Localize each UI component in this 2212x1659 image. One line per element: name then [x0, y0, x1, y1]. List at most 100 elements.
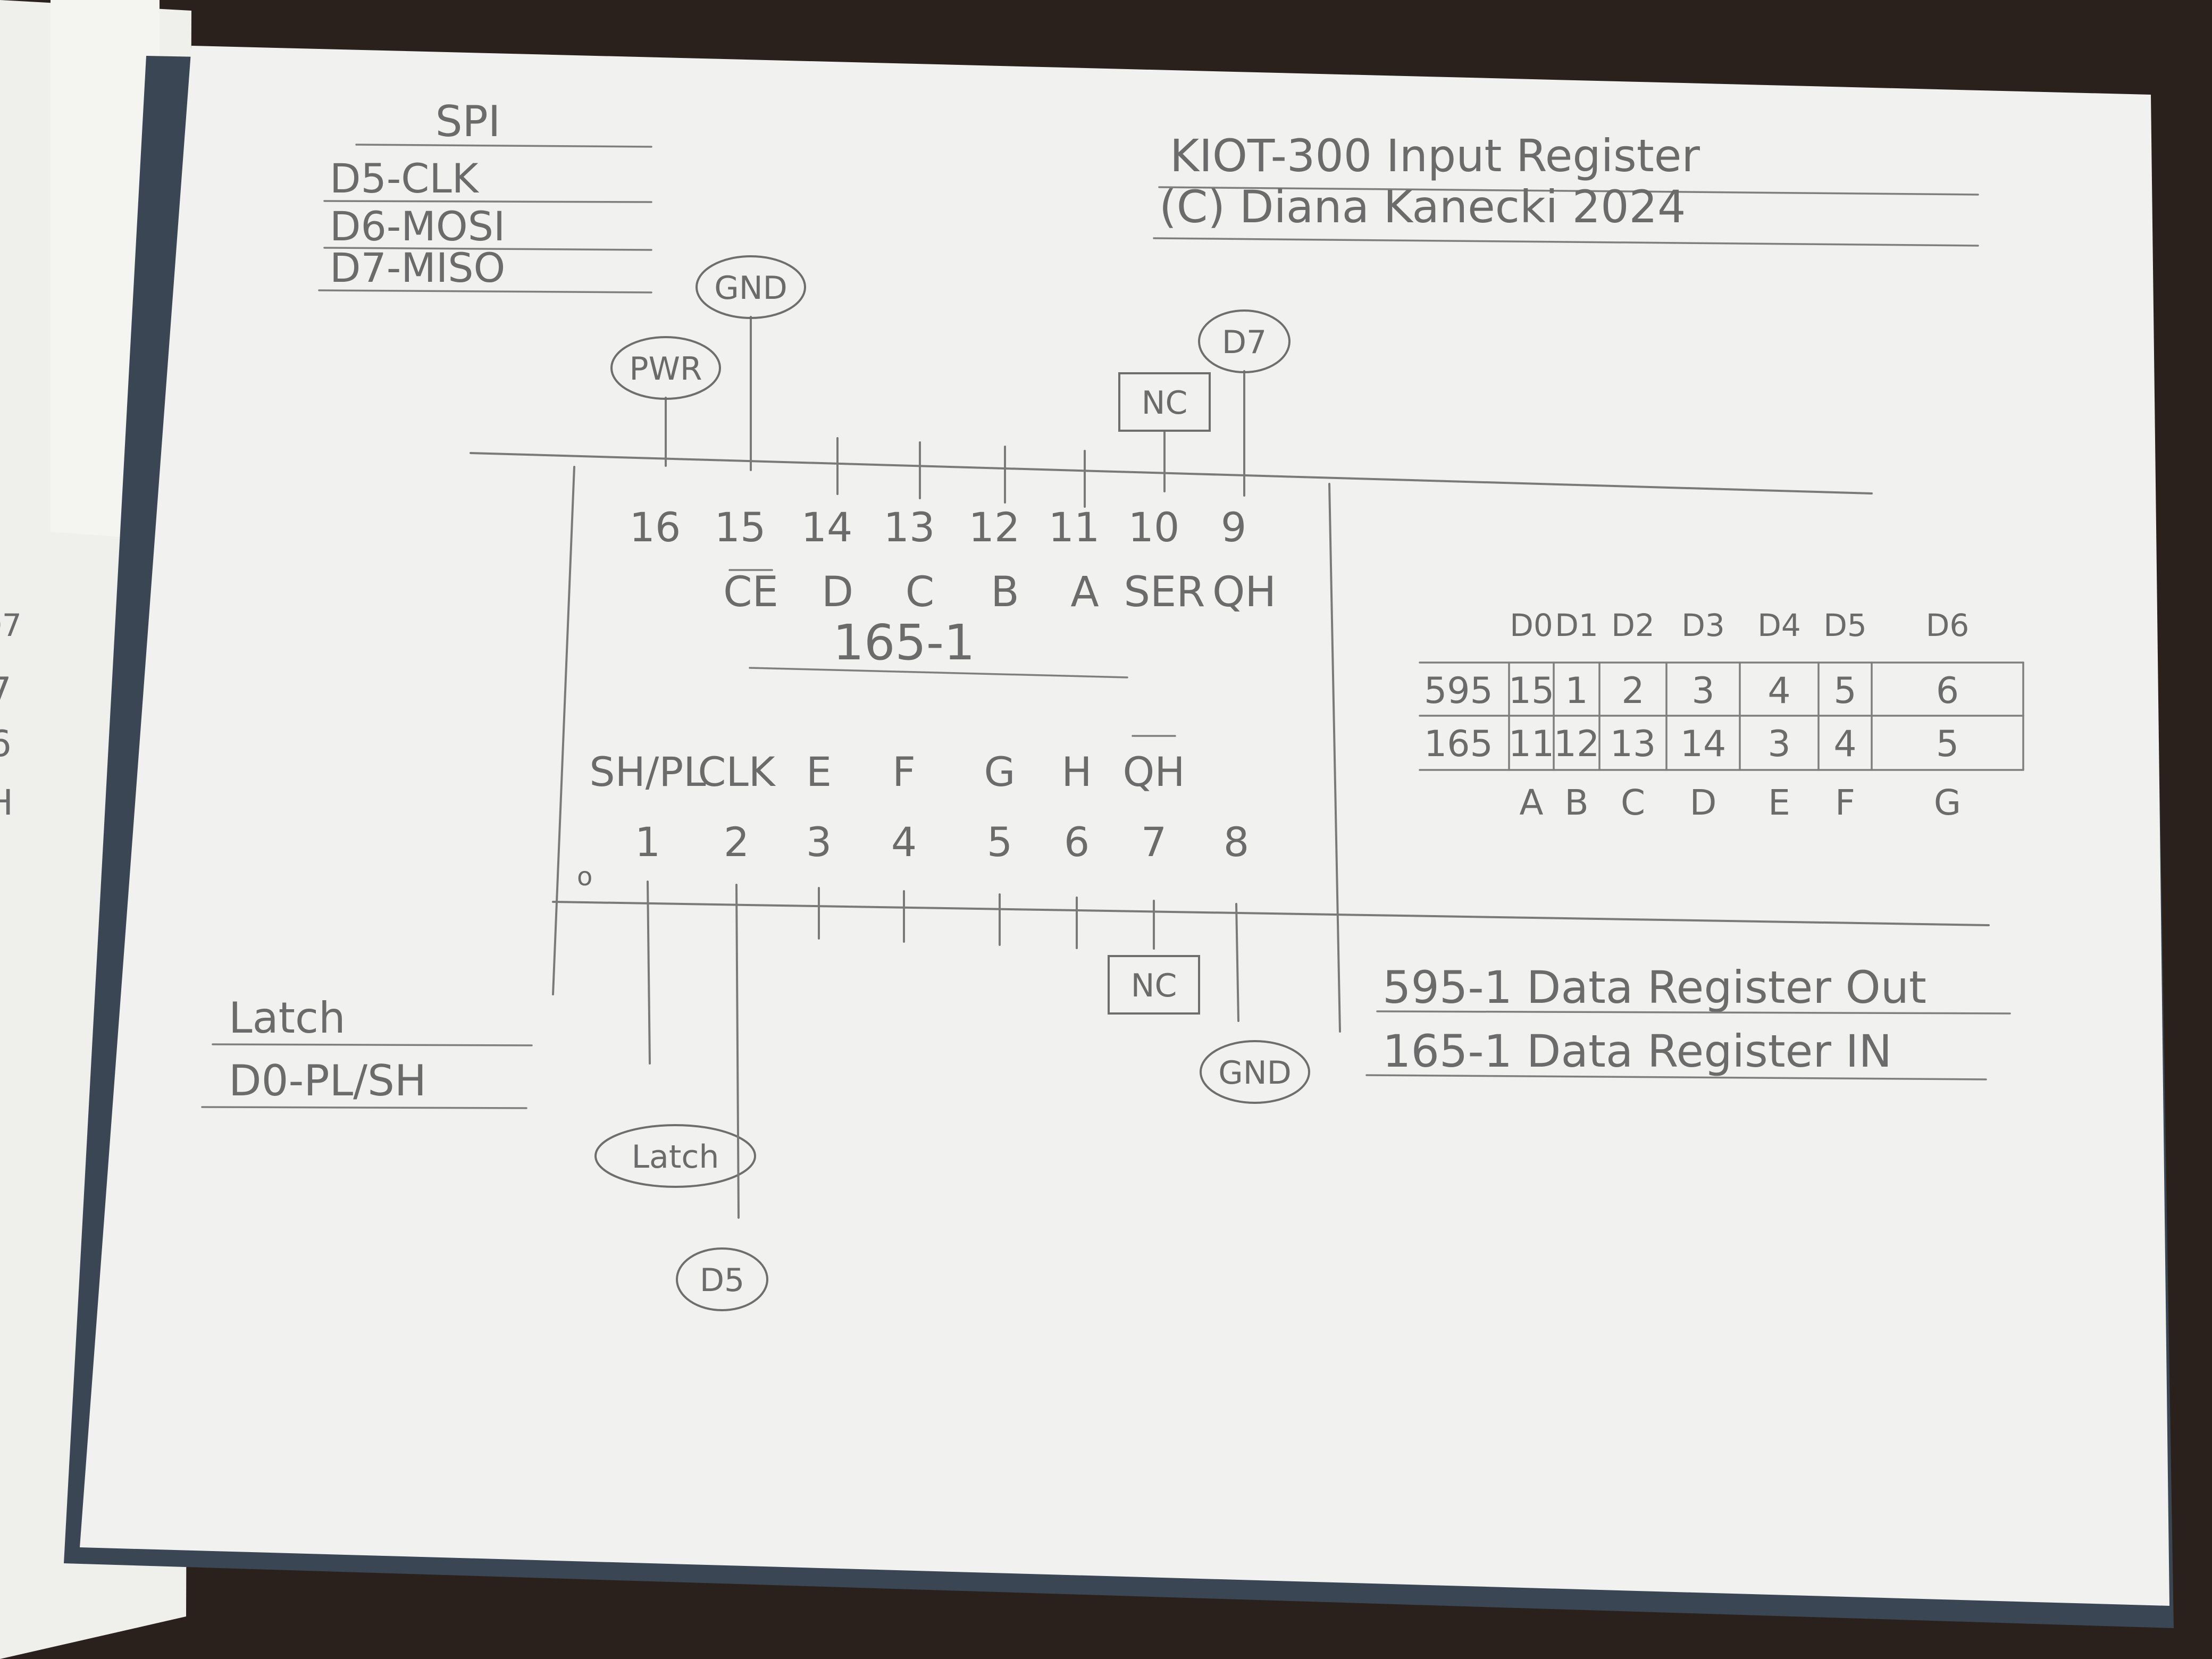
- table-header-d1: D1: [1555, 607, 1598, 643]
- table-header-d5: D5: [1823, 607, 1867, 643]
- note-595-out: 595-1 Data Register Out: [1382, 961, 1926, 1013]
- spi-underline-3: [318, 289, 652, 294]
- notes: 595-1 Data Register Out 165-1 Data Regis…: [1365, 961, 2011, 1080]
- pin-4-number: 4: [891, 818, 917, 866]
- table-cell-595-1: 1: [1565, 670, 1588, 712]
- top-pin-14: 14D: [801, 437, 853, 616]
- pin-14-number: 14: [801, 504, 853, 551]
- spi-line-clk: D5-CLK: [330, 155, 480, 202]
- pin-11-number: 11: [1049, 504, 1100, 551]
- pin-9-label: QH: [1212, 568, 1276, 616]
- table-cell-595-0: 15: [1509, 670, 1555, 712]
- table-header-d0: D0: [1510, 607, 1553, 643]
- table-cell-595-4: 4: [1767, 670, 1790, 712]
- spi-underline-1: [323, 200, 652, 203]
- pin-7-nc-label: NC: [1131, 967, 1177, 1004]
- copyright-underline: [1153, 237, 1979, 247]
- table-header-d4: D4: [1757, 607, 1801, 643]
- bottom-pin-5: G5: [984, 748, 1016, 946]
- chip-name-underline: [749, 667, 1128, 678]
- pin-15-gnd-bubble: [696, 255, 806, 319]
- spi-legend: SPI D5-CLK D6-MOSI D7-MISO: [318, 97, 652, 294]
- pin-13-label: C: [906, 568, 934, 616]
- chip-left-edge: [552, 466, 575, 995]
- mapping-table: D0D1D2D3D4D5D6D7595151234567165111213143…: [0, 607, 2024, 823]
- pin-1-latch-label: Latch: [632, 1138, 719, 1176]
- table-row-label-165: 165: [1424, 723, 1493, 765]
- latch-underline-2: [201, 1106, 527, 1109]
- spi-title-underline: [355, 144, 652, 148]
- pin-9-d7-label: D7: [1222, 324, 1267, 361]
- pin1-marker: o: [577, 862, 592, 892]
- table-cell-595-6: 6: [1936, 670, 1959, 712]
- table-cell-595-7: 7: [0, 670, 12, 712]
- table-footer-b: B: [1564, 782, 1588, 823]
- pin-3-number: 3: [806, 818, 832, 866]
- drawing: SPI D5-CLK D6-MOSI D7-MISO KIOT-300 Inpu…: [0, 97, 2024, 1311]
- table-cell-165-3: 14: [1680, 723, 1727, 765]
- table-cell-165-5: 4: [1833, 723, 1856, 765]
- pin-5-label: G: [984, 748, 1016, 795]
- latch-pin-label: D0-PL/SH: [229, 1056, 426, 1105]
- table-cell-165-0: 11: [1509, 723, 1555, 765]
- table-header-d6: D6: [1926, 607, 1970, 643]
- pin-6-label: H: [1061, 748, 1092, 795]
- note-underline-1: [1376, 1010, 2011, 1015]
- pin-1-latch-bubble: [594, 1124, 756, 1188]
- pin-10-nc-label: NC: [1142, 384, 1188, 422]
- bottom-pin-3: E3: [806, 748, 832, 940]
- top-pin-16: PWR 16: [610, 336, 721, 551]
- table-footer-a: A: [1519, 782, 1543, 823]
- pin-12-number: 12: [969, 504, 1020, 551]
- table-cell-595-2: 2: [1621, 670, 1644, 712]
- pin-2-d5-bubble: [676, 1247, 768, 1311]
- pin-7-nc-box: [1108, 955, 1200, 1015]
- paper-sheet: [80, 46, 2169, 1606]
- pin-1-label: SH/PL: [589, 748, 706, 795]
- table-cell-595-3: 3: [1691, 670, 1714, 712]
- pin-16-pwr-label: PWR: [629, 350, 702, 388]
- pin-2-lead: [735, 884, 740, 1219]
- pin-5-number: 5: [987, 818, 1012, 866]
- pin-9-d7-bubble: [1198, 309, 1291, 373]
- chip-top-edge: [470, 452, 1873, 495]
- chip-165-1: 165-1 o PWR16GND15CE14D13C12B11ANC10SERD…: [470, 255, 1990, 1311]
- pin-1-lead: [647, 881, 651, 1065]
- table-footer-e: E: [1768, 782, 1790, 823]
- pin-15-gnd-label: GND: [714, 270, 787, 307]
- title-underline: [1158, 186, 1979, 196]
- spi-line-mosi: D6-MOSI: [330, 203, 505, 250]
- note-165-in: 165-1 Data Register IN: [1382, 1025, 1892, 1077]
- table-footer-f: F: [1835, 782, 1855, 823]
- pin-15-label: CE: [723, 568, 778, 616]
- pin-16-number: 16: [630, 504, 681, 551]
- pin-1-number: 1: [635, 818, 660, 866]
- pin-10-nc-box: [1118, 372, 1211, 432]
- table-cell-165-4: 3: [1767, 723, 1790, 765]
- pin-11-label: A: [1070, 568, 1099, 616]
- note-underline-2: [1365, 1074, 1987, 1080]
- pin-4-label: F: [892, 748, 916, 795]
- top-pin-13: 13C: [884, 441, 935, 616]
- pin-7-label: QH: [1123, 748, 1185, 795]
- spi-underline-2: [323, 247, 652, 251]
- pin-16-pwr-bubble: [610, 336, 721, 400]
- pin-8-number: 8: [1224, 818, 1249, 866]
- pin-2-number: 2: [724, 818, 749, 866]
- latch-label: Latch: [229, 993, 346, 1043]
- table-footer-g: G: [1934, 782, 1961, 823]
- table-cell-165-6: 5: [1936, 723, 1959, 765]
- title-block: KIOT-300 Input Register (C) Diana Kaneck…: [1153, 130, 1979, 247]
- pin-10-number: 10: [1128, 504, 1180, 551]
- pin-3-label: E: [806, 748, 832, 795]
- pin-6-number: 6: [1064, 818, 1090, 866]
- table-cell-165-2: 13: [1610, 723, 1656, 765]
